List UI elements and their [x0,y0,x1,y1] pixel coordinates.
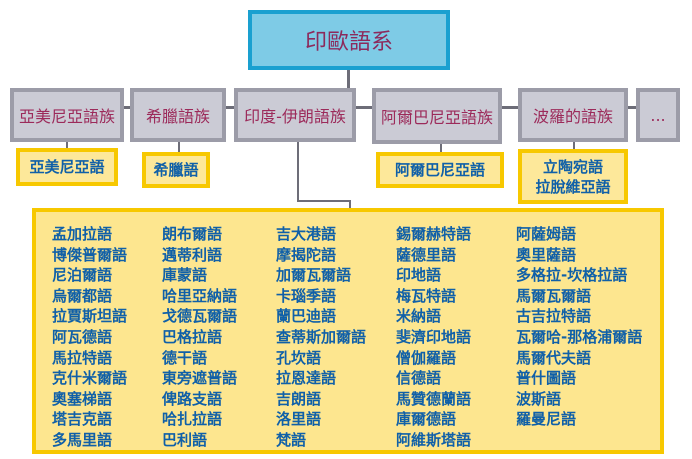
language-item: 德干語 [162,348,208,367]
language-column: 朗布爾語邁蒂利語庫蒙語哈里亞納語戈德瓦爾語巴格拉語德干語東旁遮普語俾路支語哈扎拉… [162,224,237,451]
language-item: 庫爾德語 [396,410,457,429]
connector [297,142,299,202]
language-item: 羅曼尼語 [516,410,577,429]
language-item: 波斯語 [516,389,562,408]
family-armenian: 亞美尼亞語族 [10,88,124,142]
language-item: 哈里亞納語 [162,286,238,305]
language-item: 孟加拉語 [52,225,113,243]
language-item: 奧塞梯語 [52,389,113,408]
connector [66,142,68,150]
language: 拉脫維亞語 [535,177,611,196]
family-label: 印度-伊朗語族 [244,107,346,126]
language-item: 塔吉克語 [52,410,113,429]
language-item: 查蒂斯加爾語 [276,327,367,346]
language-item: 馬贊德蘭語 [396,389,472,408]
language-column: 孟加拉語博傑普爾語尼泊爾語烏爾都語拉賈斯坦語阿瓦德語馬拉特語克什米爾語奧塞梯語塔… [52,224,127,451]
language-item: 蘭巴迪語 [276,307,337,326]
language-item: 吉大港語 [276,225,337,243]
family-label: 波羅的語族 [532,107,613,126]
language-item: 阿瓦德語 [52,327,113,346]
language-item: 梅瓦特語 [396,286,457,305]
family-indo-iranian: 印度-伊朗語族 [234,88,356,142]
language-item: 巴格拉語 [162,327,223,346]
leaf-albanian: 阿爾巴尼亞語 [376,152,504,188]
leaf-armenian: 亞美尼亞語 [16,148,118,186]
language-item: 拉恩達語 [276,369,337,388]
language-item: 克什米爾語 [52,369,128,388]
language-item: 信德語 [396,369,442,388]
language-item: 卡瑙季語 [276,286,337,305]
language-item: 俾路支語 [162,389,223,408]
family-baltic: 波羅的語族 [518,88,628,142]
leaf-baltic: 立陶宛語拉脫維亞語 [518,149,628,204]
language-item: 印地語 [396,266,442,285]
language-item: 朗布爾語 [162,225,223,243]
language-item: 邁蒂利語 [162,245,223,264]
language: 亞美尼亞語 [29,158,105,176]
language-item: 阿薩姆語 [516,225,577,243]
language-item: 斐濟印地語 [396,327,472,346]
language-item: 馬爾瓦爾語 [516,286,592,305]
language-item: 拉賈斯坦語 [52,307,128,326]
language-item: 奧里薩語 [516,245,577,264]
language-item: 烏爾都語 [52,286,113,305]
language-item: 瓦爾哈-那格浦爾語 [516,327,643,346]
connector [66,106,662,109]
language-item: 尼泊爾語 [52,266,113,285]
connector [178,142,180,152]
language-item: 馬拉特語 [52,348,113,367]
language-item: 孔坎語 [276,348,322,367]
indo-iranian-languages: 孟加拉語博傑普爾語尼泊爾語烏爾都語拉賈斯坦語阿瓦德語馬拉特語克什米爾語奧塞梯語塔… [32,208,664,454]
language-item: 古吉拉特語 [516,307,592,326]
language: 阿爾巴尼亞語 [394,161,485,179]
connector [297,200,351,202]
family-label: 阿爾巴尼亞語族 [380,108,493,127]
language-item: 巴利語 [162,430,208,449]
language-item: 多馬里語 [52,430,113,449]
connector [349,200,351,210]
language-item: 洛里語 [276,410,322,429]
language-item: 馬爾代夫語 [516,348,592,367]
language-item: 東旁遮普語 [162,369,238,388]
language-item: 庫蒙語 [162,266,208,285]
language-item: 梵語 [276,430,307,449]
family-albanian: 阿爾巴尼亞語族 [372,88,502,144]
family-greek: 希臘語族 [130,88,226,142]
family-more: ... [636,88,680,142]
language-item: 博傑普爾語 [52,245,128,264]
language-item: 錫爾赫特語 [396,225,472,243]
language: 立陶宛語 [542,157,603,176]
language: 希臘語 [153,161,199,179]
language-item: 摩揭陀語 [276,245,337,264]
family-label: 亞美尼亞語族 [18,107,115,126]
root-node: 印歐語系 [248,10,450,70]
leaf-greek: 希臘語 [142,152,210,188]
language-item: 吉朗語 [276,389,322,408]
language-item: 阿維斯塔語 [396,430,472,449]
language-column: 吉大港語摩揭陀語加爾瓦爾語卡瑙季語蘭巴迪語查蒂斯加爾語孔坎語拉恩達語吉朗語洛里語… [276,224,366,451]
language-column: 錫爾赫特語薩德里語印地語梅瓦特語米納語斐濟印地語僧伽羅語信德語馬贊德蘭語庫爾德語… [396,224,471,451]
language-column: 阿薩姆語奧里薩語多格拉-坎格拉語馬爾瓦爾語古吉拉特語瓦爾哈-那格浦爾語馬爾代夫語… [516,224,642,430]
connector [573,142,575,150]
language-item: 戈德瓦爾語 [162,307,238,326]
family-label: ... [650,105,666,125]
language-item: 米納語 [396,307,442,326]
language-item: 薩德里語 [396,245,457,264]
family-label: 希臘語族 [145,107,210,126]
language-item: 多格拉-坎格拉語 [516,266,628,285]
language-item: 哈扎拉語 [162,410,223,429]
connector [440,142,442,152]
language-item: 普什圖語 [516,369,577,388]
language-item: 加爾瓦爾語 [276,266,352,285]
language-item: 僧伽羅語 [396,348,457,367]
root-label: 印歐語系 [304,30,393,55]
